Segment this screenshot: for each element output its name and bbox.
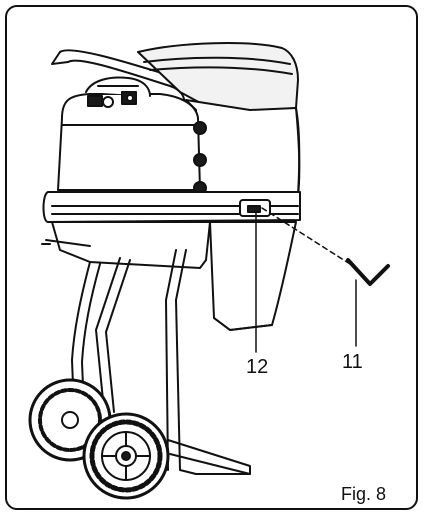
- figure-caption: Fig. 8: [341, 484, 387, 504]
- hopper-lid: [137, 42, 299, 113]
- motor-housing: [57, 76, 201, 191]
- callout-11: 11: [342, 351, 363, 373]
- handle-slot: [239, 199, 271, 217]
- allen-key: [261, 207, 390, 286]
- wheel-front: [82, 412, 170, 500]
- cart-legs: [71, 249, 251, 475]
- leader-lines: [255, 211, 357, 353]
- side-screws: [193, 121, 207, 195]
- upper-housing: [185, 99, 301, 196]
- callout-12: 12: [246, 356, 269, 378]
- control-knobs: [87, 91, 137, 108]
- lower-chamber: [41, 221, 297, 331]
